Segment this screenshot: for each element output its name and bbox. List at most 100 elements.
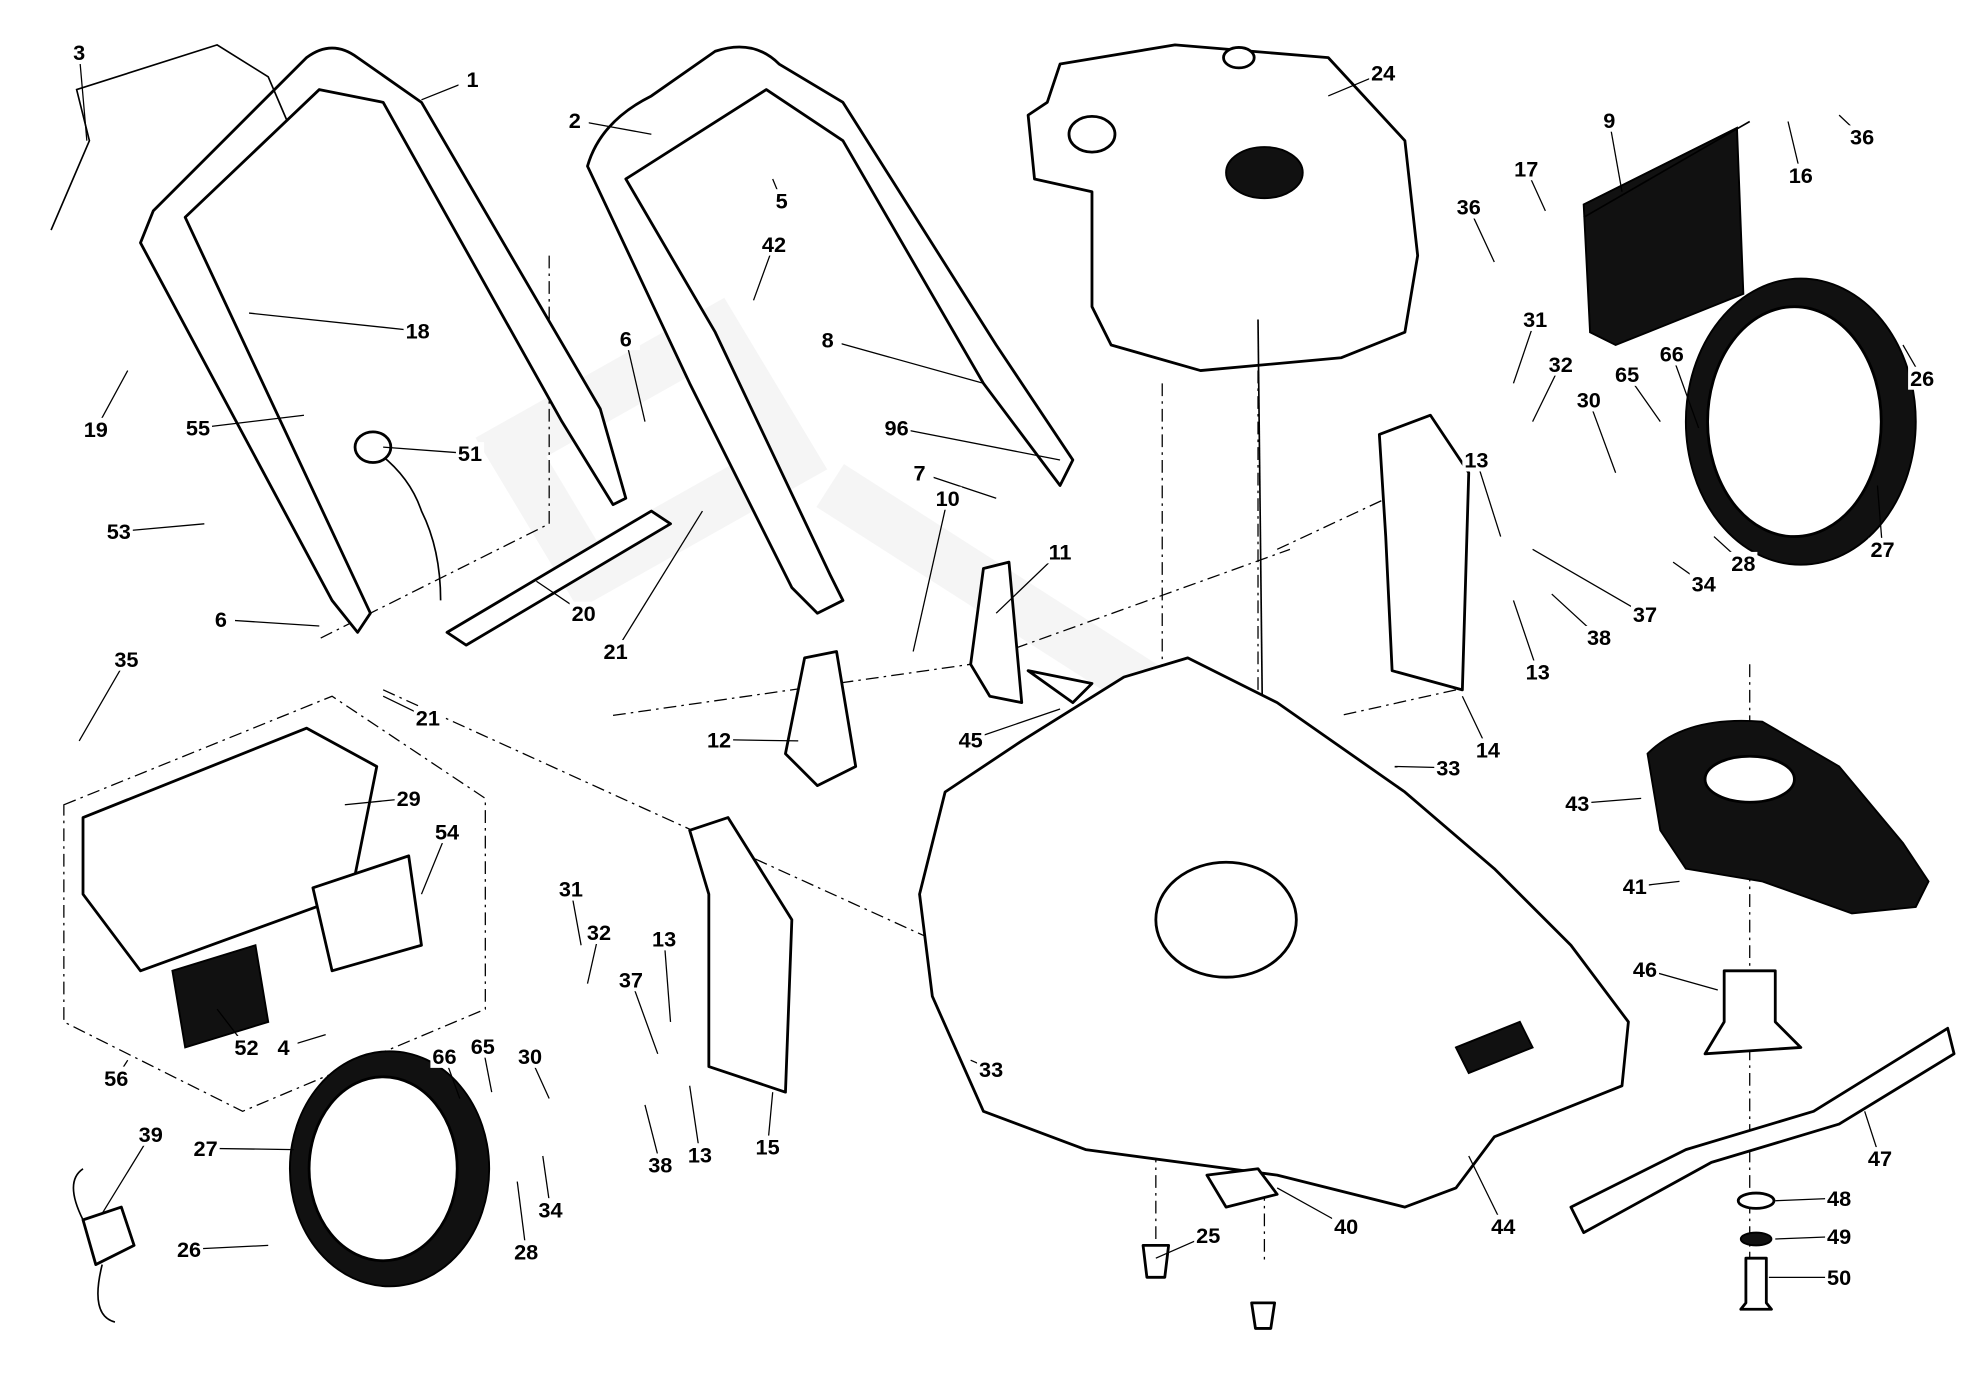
leader-line xyxy=(896,427,1061,461)
lock-washer xyxy=(1739,1231,1773,1247)
part-number-label: 29 xyxy=(397,786,421,811)
part-number-label: 15 xyxy=(756,1135,780,1160)
height-bracket-right xyxy=(1377,413,1471,692)
leader-line xyxy=(78,52,88,141)
part-number-label: 43 xyxy=(1565,791,1589,816)
adjuster-plate xyxy=(969,560,1024,705)
part-number-label: 2 xyxy=(569,108,581,133)
label-background xyxy=(1630,958,1660,982)
adjuster-plate xyxy=(784,650,858,788)
wheel-hub xyxy=(307,1075,459,1263)
label-background xyxy=(560,108,589,132)
guide-line xyxy=(1276,459,1470,717)
label-background xyxy=(136,1122,165,1146)
leader-line xyxy=(516,1181,527,1252)
label-background xyxy=(1512,157,1541,181)
label-background xyxy=(174,1237,204,1261)
leader-line xyxy=(1475,459,1502,537)
lower-handle xyxy=(586,45,1075,615)
height-bracket-left xyxy=(688,816,794,1094)
part-number-label: 26 xyxy=(177,1237,201,1262)
part-number-label: 32 xyxy=(587,920,611,945)
blade-bolt xyxy=(1739,1256,1773,1311)
label-background xyxy=(403,319,432,343)
leader-line xyxy=(625,338,646,422)
label-background xyxy=(1521,307,1550,331)
leader-line xyxy=(663,938,672,1022)
label-background xyxy=(1825,1265,1854,1289)
part-number-label: 49 xyxy=(1827,1224,1851,1249)
leader-line xyxy=(1532,548,1646,616)
blade xyxy=(1569,1026,1956,1235)
label-background xyxy=(704,728,734,752)
part-number-label: 46 xyxy=(1633,957,1657,982)
part-number-label: 25 xyxy=(1196,1223,1220,1248)
label-background xyxy=(584,921,614,944)
part-number-label: 4 xyxy=(277,1035,289,1060)
part-number-label: 19 xyxy=(84,417,108,442)
leader-line xyxy=(1512,600,1539,673)
part-number-label: 37 xyxy=(1633,602,1657,627)
bolt xyxy=(1250,1301,1277,1330)
label-background xyxy=(468,1034,497,1058)
label-background xyxy=(512,1240,541,1264)
label-background xyxy=(1908,366,1937,390)
part-number-label: 65 xyxy=(471,1034,495,1059)
part-number-label: 66 xyxy=(1660,342,1684,367)
part-number-label: 50 xyxy=(1827,1265,1851,1290)
part-number-label: 34 xyxy=(1692,571,1716,596)
part-number-label: 42 xyxy=(762,232,786,257)
label-background xyxy=(1194,1223,1223,1247)
part-number-label: 52 xyxy=(234,1035,258,1060)
charger xyxy=(81,1205,136,1266)
part-number-label: 27 xyxy=(1870,537,1894,562)
washer xyxy=(1736,1191,1776,1210)
part-number-label: 51 xyxy=(458,441,482,466)
label-45 xyxy=(1026,669,1094,705)
leader-line xyxy=(101,1133,152,1214)
label-background xyxy=(753,1135,782,1159)
part-number-label: 8 xyxy=(822,328,834,353)
label-background xyxy=(394,786,423,810)
label-background xyxy=(813,328,842,352)
part-number-label: 96 xyxy=(885,416,909,441)
label-background xyxy=(1454,195,1483,219)
part-number-label: 30 xyxy=(518,1044,542,1069)
label-background xyxy=(1825,1224,1854,1248)
part-number-label: 44 xyxy=(1491,1214,1515,1239)
part-number-label: 18 xyxy=(406,319,430,344)
label-background xyxy=(650,927,679,951)
part-number-label: 26 xyxy=(1910,366,1934,391)
part-number-label: 45 xyxy=(959,727,983,752)
label-background xyxy=(1546,352,1575,376)
label-background xyxy=(1523,660,1552,684)
part-number-label: 10 xyxy=(936,486,960,511)
oil-cap xyxy=(1067,114,1117,154)
label-background xyxy=(102,1066,131,1090)
part-number-label: 40 xyxy=(1334,1214,1358,1239)
label-background xyxy=(191,1136,220,1160)
part-number-label: 36 xyxy=(1457,195,1481,220)
fuel-cap xyxy=(1222,46,1256,70)
battery-kit-outline xyxy=(63,695,486,1113)
upper-handle xyxy=(139,46,628,634)
leader-line xyxy=(78,658,127,742)
battery-box xyxy=(311,854,423,973)
part-number-label: 9 xyxy=(1603,108,1615,133)
part-number-label: 31 xyxy=(1523,307,1547,332)
leader-line xyxy=(615,510,703,652)
part-number-label: 33 xyxy=(979,1057,1003,1082)
part-number-label: 38 xyxy=(1587,625,1611,650)
label-background xyxy=(556,877,585,901)
label-background xyxy=(458,67,487,91)
label-background xyxy=(515,1044,545,1068)
part-number-label: 36 xyxy=(1850,124,1874,149)
label-background xyxy=(1584,625,1614,649)
label-background xyxy=(767,189,796,213)
part-number-label: 39 xyxy=(139,1122,163,1147)
part-number-label: 13 xyxy=(688,1142,712,1167)
part-number-label: 12 xyxy=(707,727,731,752)
